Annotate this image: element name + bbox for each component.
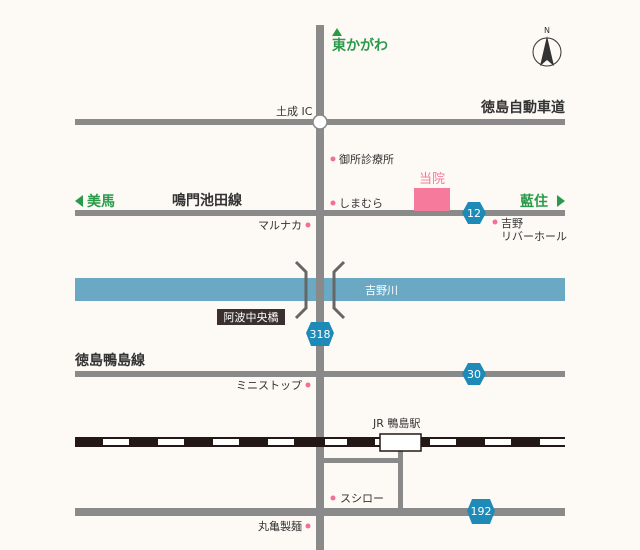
svg-text:N: N: [544, 26, 550, 35]
landmark-goshosinryojo: 御所診療所: [339, 152, 394, 166]
railway: [75, 437, 565, 447]
bottom-road: [75, 508, 565, 516]
expressway-label: 徳島自動車道: [480, 99, 565, 116]
landmark-dot: [330, 495, 336, 501]
ic-interchange: [312, 114, 328, 130]
svg-text:192: 192: [471, 505, 492, 518]
bridge-right: [332, 260, 346, 320]
landmark-sushiro: スシロー: [340, 492, 384, 505]
landmark-marunaka: マルナカ: [258, 219, 302, 232]
west-arrow-icon: [75, 195, 83, 207]
east-arrow-icon: [557, 195, 565, 207]
north-arrow-icon: [332, 28, 342, 36]
tokushima-kamojima-road: [75, 371, 565, 377]
station-label: JR 鴨島駅: [372, 416, 420, 430]
kamojima-road-label: 徳島鴨島線: [74, 352, 145, 369]
landmark-dot: [492, 219, 498, 225]
railway-dashes: [103, 439, 565, 445]
landmark-dot: [305, 382, 311, 388]
landmark-dot: [305, 523, 311, 529]
direction-north: 東かがわ: [332, 37, 388, 54]
station-road: [398, 445, 403, 510]
ic-label: 土成 IC: [276, 105, 313, 118]
main-road-vertical: [316, 25, 324, 550]
landmark-ministop: ミニストップ: [236, 379, 302, 392]
clinic-label: 当院: [419, 172, 445, 187]
side-road: [324, 458, 402, 463]
landmark-shimamura: しまむら: [339, 197, 383, 210]
station-icon: [379, 433, 422, 452]
bridge-label: 阿波中央橋: [224, 310, 279, 324]
compass-icon: N: [532, 26, 562, 67]
direction-west: 美馬: [87, 193, 115, 210]
landmark-yoshino: 吉野: [501, 217, 523, 230]
naruto-ikeda-label: 鳴門池田線: [172, 192, 242, 209]
landmark-dot: [330, 200, 336, 206]
bridge-label-bg: [217, 309, 285, 325]
landmark-dot: [330, 156, 336, 162]
naruto-ikeda-road: [75, 210, 565, 216]
route-30-badge: 30: [462, 363, 486, 385]
svg-text:30: 30: [467, 368, 481, 381]
landmark-dot: [305, 222, 311, 228]
direction-east: 藍住: [520, 193, 548, 210]
svg-text:12: 12: [467, 207, 481, 220]
landmark-riverhall: リバーホール: [501, 230, 567, 243]
clinic-marker: [414, 188, 450, 211]
route-12-badge: 12: [462, 202, 486, 224]
bridge-left: [294, 260, 308, 320]
landmark-marugame: 丸亀製麺: [258, 519, 302, 533]
route-318-badge: 318: [306, 322, 334, 346]
svg-text:318: 318: [310, 328, 331, 341]
route-192-badge: 192: [467, 499, 495, 524]
river-label: 吉野川: [365, 284, 398, 297]
